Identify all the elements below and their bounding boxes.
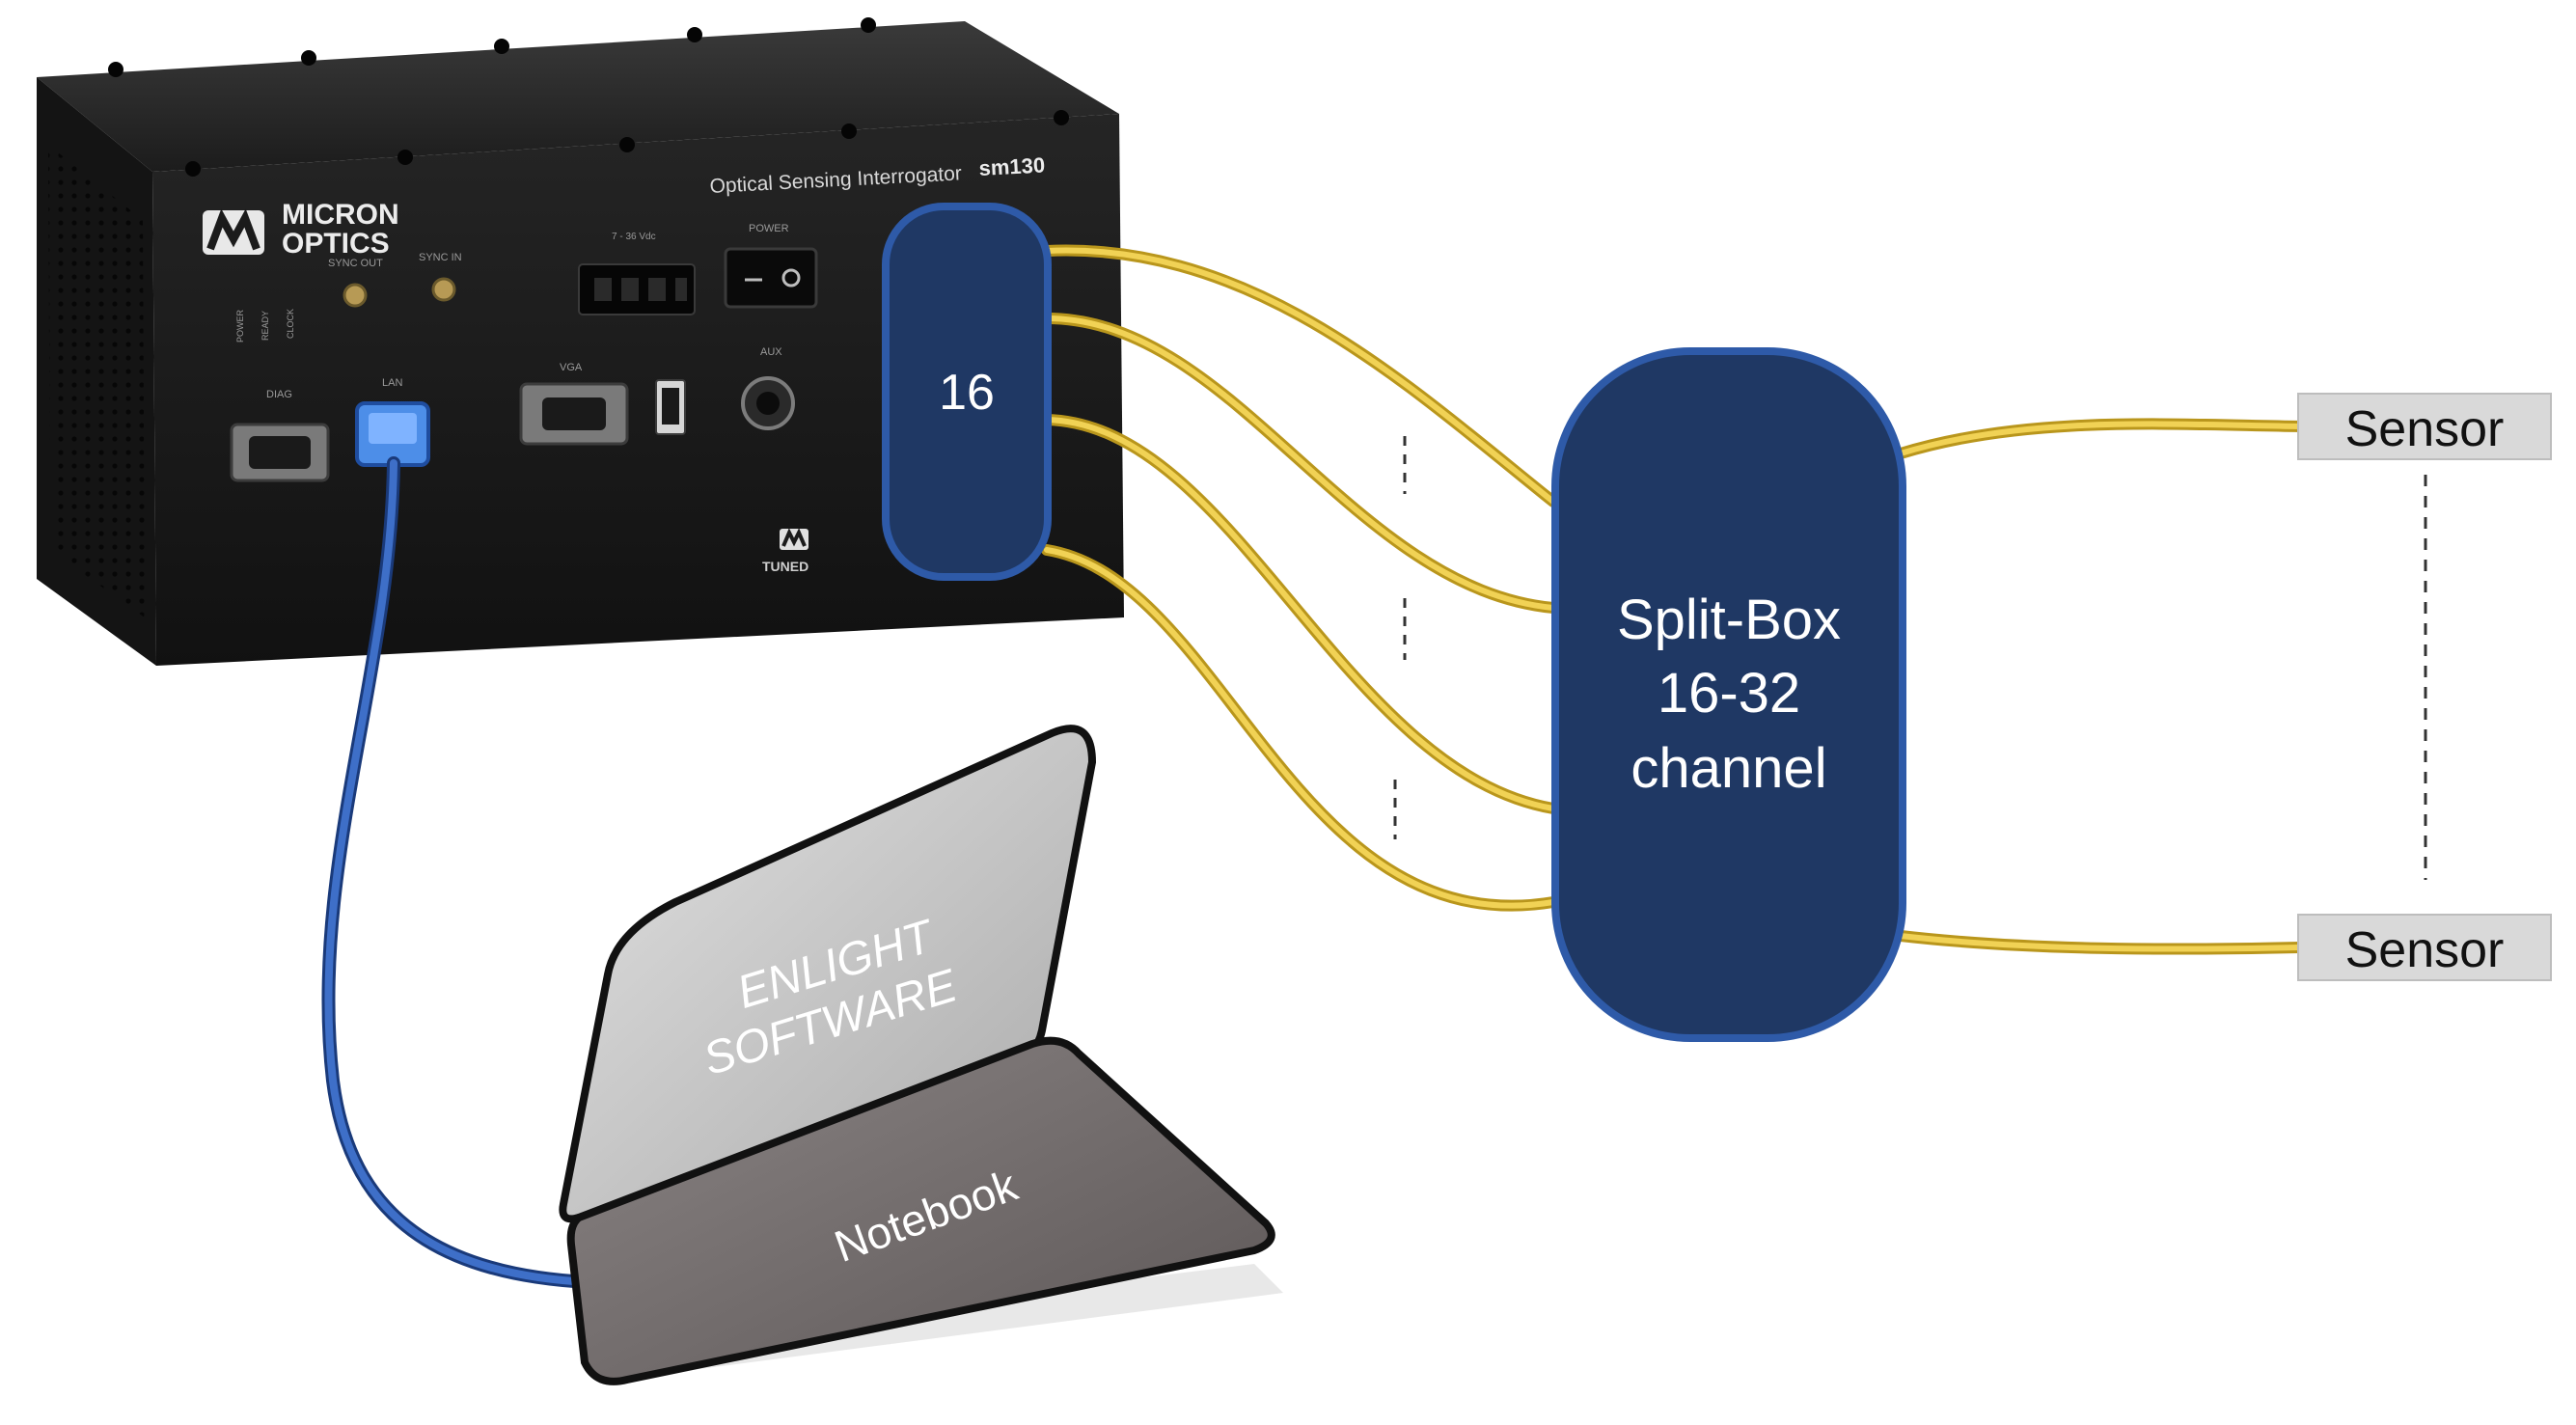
notebook: ENLIGHT SOFTWARE Notebook <box>559 725 1283 1385</box>
led-label-ready: READY <box>260 311 270 341</box>
notebook-base <box>566 1036 1275 1385</box>
sync-in-label: SYNC IN <box>419 252 462 263</box>
power-switch-label: POWER <box>749 223 789 234</box>
sync-out-connector <box>343 283 368 308</box>
led-label-clock: CLOCK <box>286 309 295 339</box>
fiber-cables <box>1041 244 2306 955</box>
lan-cable <box>321 456 634 1290</box>
split-box-line1: Split-Box <box>1617 589 1841 651</box>
sensor-top-label: Sensor <box>2345 401 2505 457</box>
fiber-ellipsis-marks <box>1393 436 1407 839</box>
channel-box: 16 <box>882 203 1052 581</box>
micron-optics-logo: MICRON OPTICS <box>203 199 399 260</box>
power-input-label: 7 - 36 Vdc <box>612 232 656 242</box>
split-box-line3: channel <box>1631 737 1826 800</box>
model-number: sm130 <box>978 152 1046 180</box>
sync-in-connector <box>431 277 456 302</box>
split-box-line2: 16-32 <box>1658 662 1800 725</box>
sensor-box-top: Sensor <box>2297 393 2552 460</box>
brand-line1: MICRON <box>282 199 399 231</box>
sensor-box-bottom: Sensor <box>2297 914 2552 981</box>
device-top-panel <box>37 21 1119 172</box>
sync-out-label: SYNC OUT <box>328 258 383 269</box>
power-switch <box>724 247 818 309</box>
sensor-bottom-label: Sensor <box>2345 922 2505 978</box>
led-label-power: POWER <box>235 309 245 343</box>
tuned-label: TUNED <box>762 559 808 574</box>
split-box: Split-Box 16-32 channel <box>1551 347 1906 1042</box>
tuned-logo: TUNED <box>762 528 808 574</box>
channel-count-label: 16 <box>939 365 995 421</box>
diag-label: DIAG <box>266 389 292 400</box>
aux-label: AUX <box>760 346 782 358</box>
device-side-vents <box>48 145 145 617</box>
device-screws <box>108 17 1069 177</box>
brand-line2: OPTICS <box>282 228 390 260</box>
vga-label: VGA <box>560 362 583 373</box>
lan-label: LAN <box>382 377 402 389</box>
